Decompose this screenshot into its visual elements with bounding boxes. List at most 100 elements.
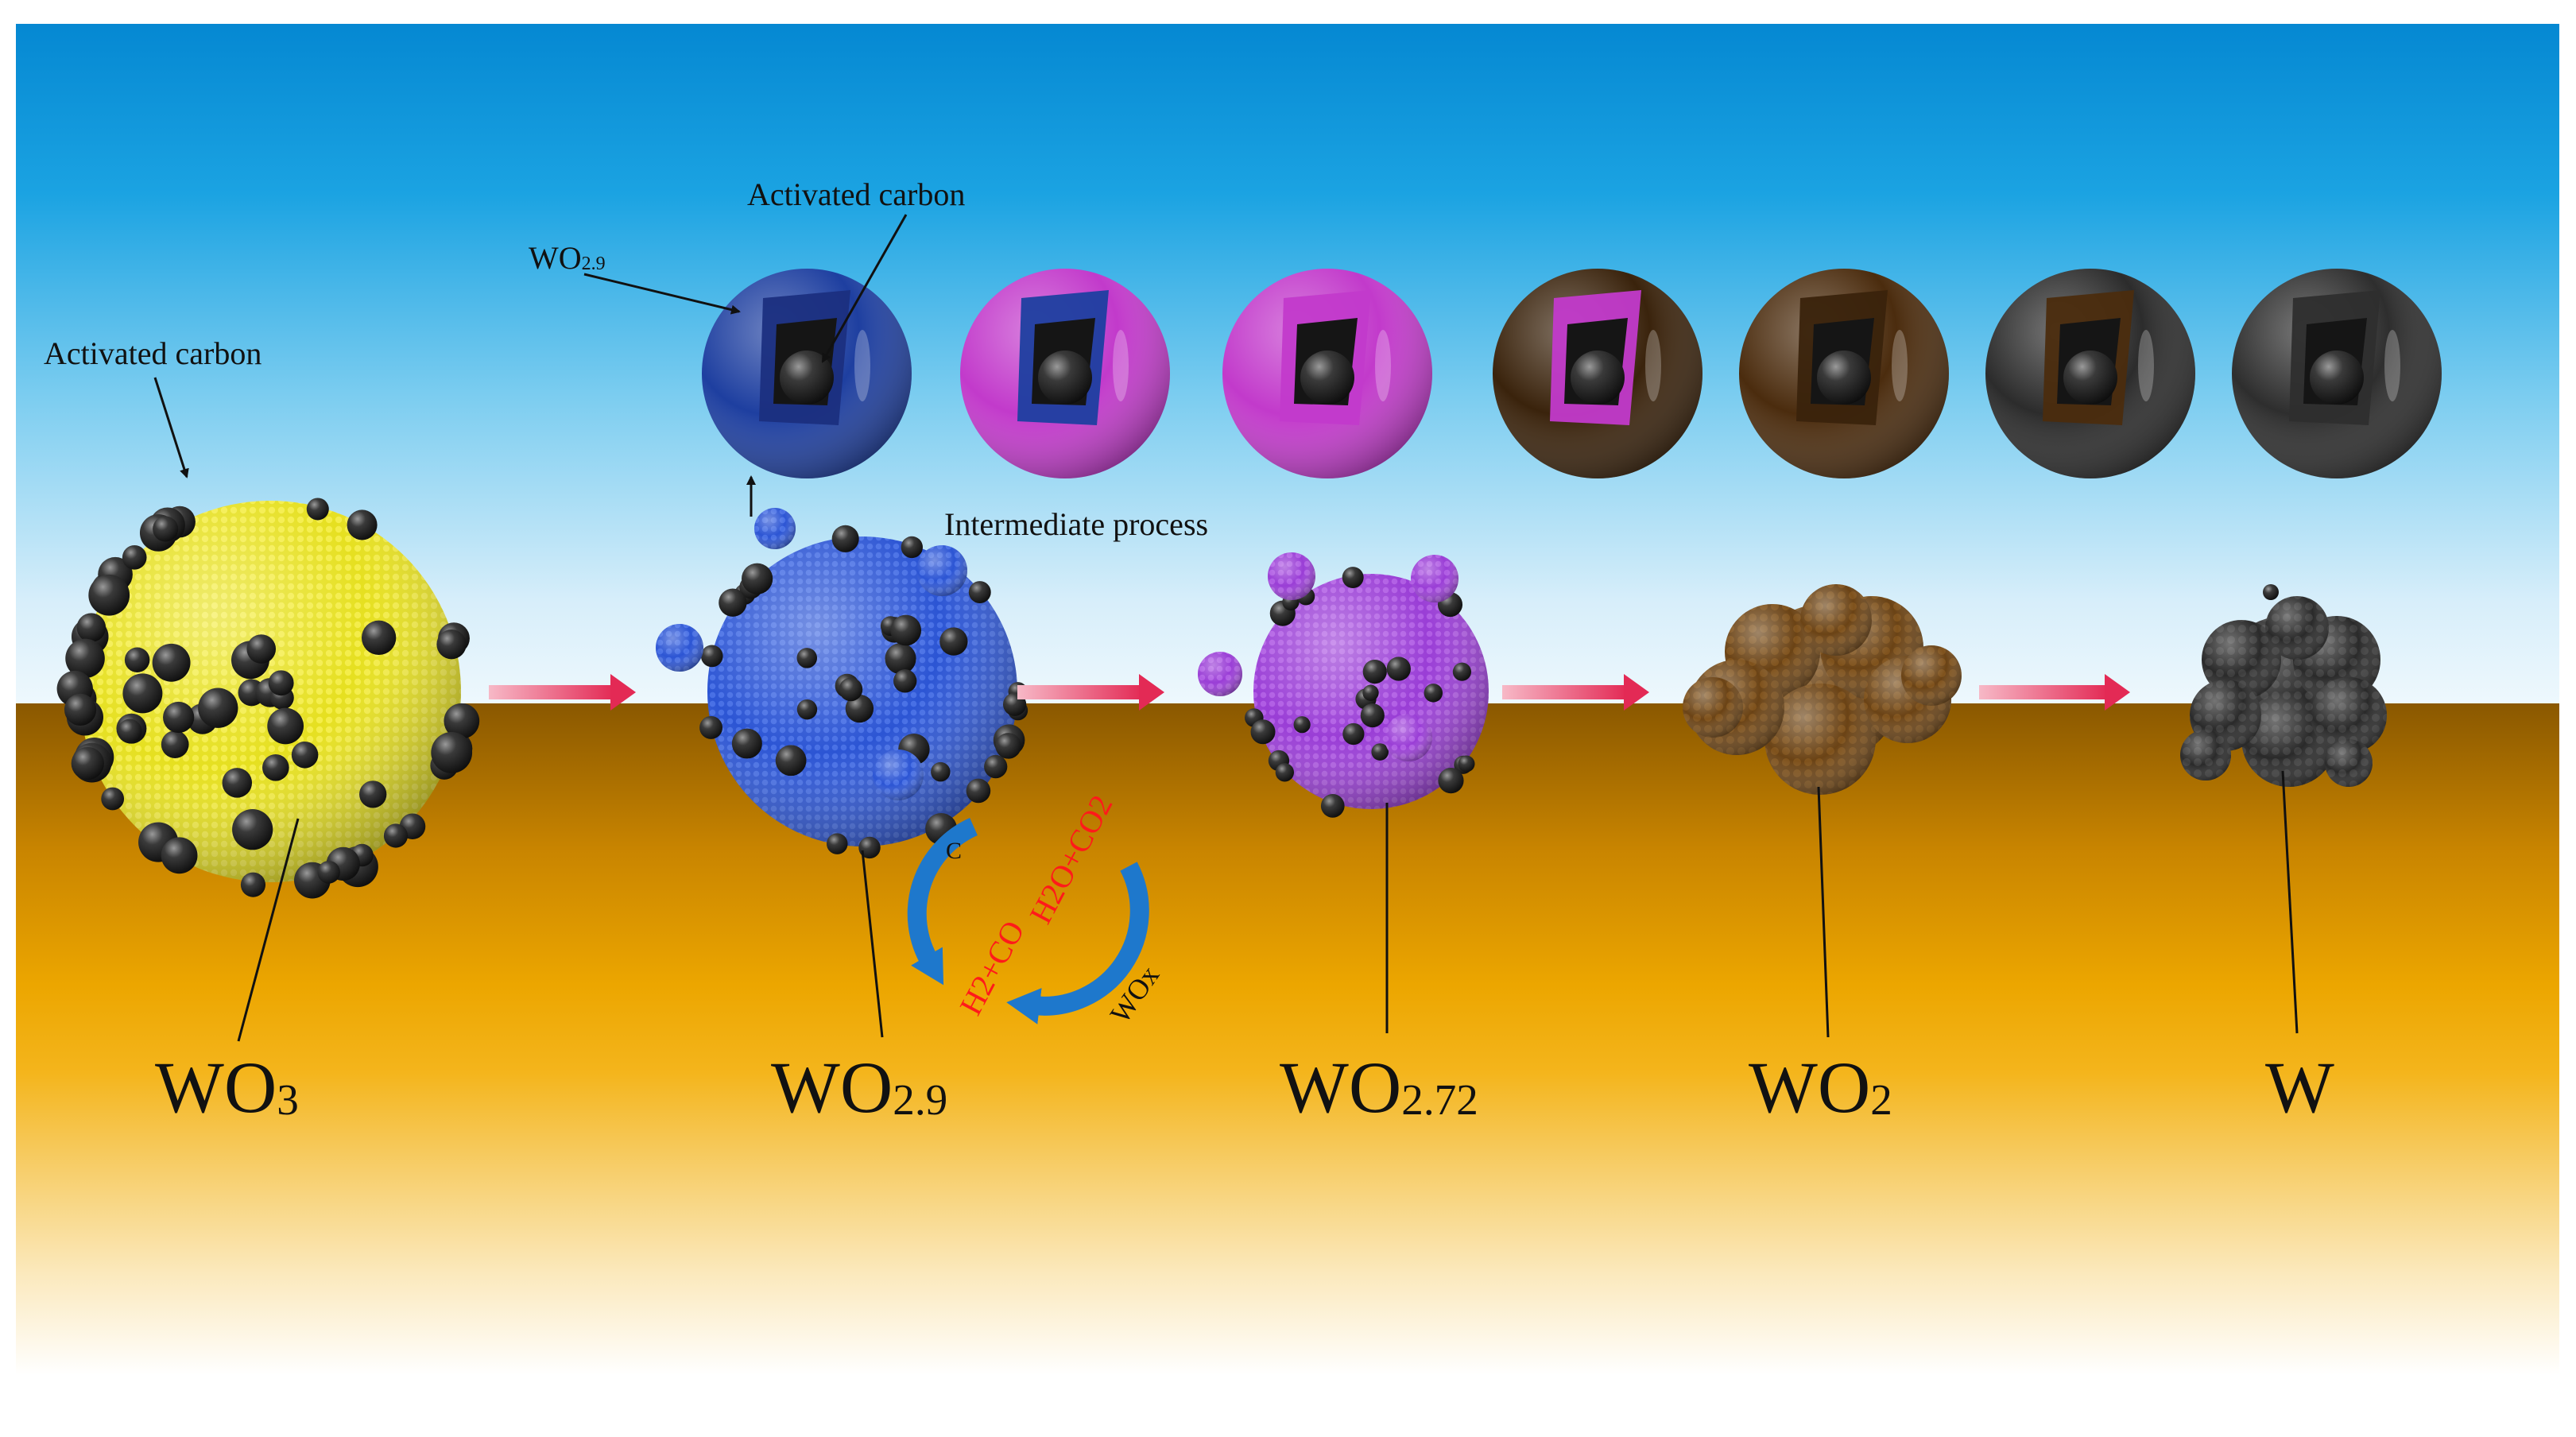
carbon-particle — [153, 516, 179, 542]
wox-cluster — [656, 624, 703, 672]
carbon-core — [2063, 351, 2117, 405]
carbon-particle — [1458, 755, 1475, 773]
carbon-particle — [431, 732, 473, 773]
intermediate-process-label: Intermediate process — [944, 506, 1209, 542]
carbon-particle — [101, 787, 125, 811]
carbon-particle — [1342, 722, 1365, 746]
stage-label-w: W — [2265, 1047, 2334, 1128]
carbon-core — [2310, 351, 2364, 405]
carbon-particle — [1293, 716, 1311, 734]
carbon-particle — [939, 627, 968, 656]
pointer-wo29-shell — [583, 273, 741, 315]
carbon-particle — [885, 643, 916, 675]
wox-cluster — [1198, 652, 1242, 696]
carbon-particle — [444, 703, 480, 739]
wo29-small-label: WO2.9 — [529, 240, 606, 276]
cycle-arrow-right — [1006, 862, 1149, 1024]
carbon-particle — [118, 718, 142, 744]
carbon-particle — [1362, 660, 1387, 684]
carbon-particle — [246, 634, 277, 664]
pointer-wo2 — [1817, 786, 1830, 1038]
particles — [56, 498, 2387, 899]
carbon-particle — [88, 574, 130, 616]
carbon-particle — [268, 670, 294, 696]
core-shell-sphere — [2232, 269, 2442, 478]
carbon-particle — [984, 754, 1008, 779]
activated-carbon-label-top: Activated carbon — [747, 176, 966, 212]
process-arrow — [1502, 674, 1649, 711]
carbon-particle — [2263, 584, 2279, 600]
wox-cluster — [916, 545, 967, 596]
core-shell-sphere — [1985, 269, 2195, 478]
carbon-particle — [858, 836, 881, 859]
carbon-particle — [1371, 743, 1389, 761]
carbon-core — [1571, 351, 1625, 405]
wo3-particle — [56, 498, 480, 899]
wox-cluster — [1411, 555, 1458, 602]
carbon-particle — [966, 778, 991, 804]
wox-cluster — [1268, 552, 1315, 600]
carbon-particle — [163, 701, 195, 734]
process-arrow — [489, 674, 636, 711]
pointer-activated-carbon-top — [821, 214, 908, 363]
carbon-core — [780, 351, 834, 405]
carbon-particle — [699, 715, 723, 739]
carbon-particle — [71, 746, 104, 780]
stage-label-wo2: WO2 — [1749, 1047, 1892, 1128]
carbon-particle — [775, 745, 807, 777]
wox-cluster — [754, 508, 796, 549]
carbon-particle — [161, 837, 198, 874]
carbon-particle — [731, 728, 762, 759]
carbon-particle — [122, 673, 163, 714]
carbon-particle — [152, 643, 191, 682]
carbon-particle — [700, 645, 723, 668]
carbon-particle — [161, 730, 189, 758]
carbon-particle — [64, 693, 97, 726]
carbon-particle — [931, 761, 951, 782]
carbon-particle — [347, 509, 378, 540]
carbon-particle — [995, 733, 1021, 759]
cycle-arrow-left — [907, 818, 978, 986]
carbon-particle — [361, 620, 397, 656]
wox-cluster — [873, 749, 924, 800]
carbon-particle — [262, 753, 289, 781]
carbon-particle — [65, 638, 105, 679]
pointer-w — [2281, 770, 2299, 1034]
core-shell-sphere — [1739, 269, 1949, 478]
carbon-particle — [796, 699, 818, 720]
carbon-particle — [968, 581, 991, 604]
carbon-particle — [839, 677, 863, 702]
carbon-particle — [742, 563, 773, 595]
carbon-particle — [1438, 768, 1464, 794]
wo2-aggregate — [1683, 584, 1962, 795]
core-shell-sphere — [960, 269, 1170, 478]
carbon-particle — [383, 823, 409, 848]
carbon-particle — [1320, 794, 1345, 818]
stage-label-wo3: WO3 — [155, 1047, 299, 1128]
carbon-particle — [1360, 703, 1385, 728]
pointer-activated-carbon-left — [153, 377, 189, 478]
process-arrow — [1979, 674, 2130, 711]
carbon-particle — [845, 694, 874, 723]
carbon-particle — [267, 707, 304, 745]
carbon-particle — [890, 614, 922, 646]
carbon-particle — [222, 768, 253, 798]
carbon-particle — [1275, 763, 1295, 782]
carbon-particle — [124, 647, 150, 673]
wo29-particle — [699, 525, 1028, 859]
activated-carbon-label-left: Activated carbon — [44, 335, 262, 371]
ground-gradient — [16, 703, 2559, 1375]
core-shell-spheres — [702, 269, 2442, 478]
carbon-particle — [198, 688, 238, 728]
process-arrows — [489, 674, 2130, 711]
wox-cluster — [1385, 714, 1432, 761]
carbon-particle — [76, 613, 107, 642]
carbon-particle — [901, 536, 923, 559]
carbon-particle — [893, 669, 917, 693]
carbon-particle — [240, 872, 266, 897]
cycle-h2-co-label: H2+CO — [952, 915, 1031, 1021]
carbon-particle — [826, 833, 848, 854]
carbon-particle — [1424, 684, 1443, 703]
